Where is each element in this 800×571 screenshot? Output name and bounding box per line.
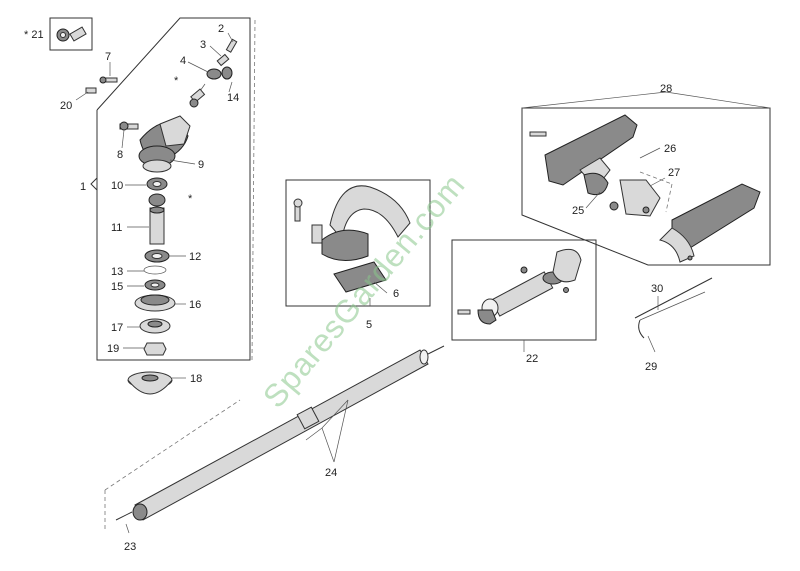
part-21-box <box>49 17 93 51</box>
small-parts-top <box>189 38 238 108</box>
label-part-27: 27 <box>668 167 680 179</box>
leader-lines <box>75 32 771 534</box>
label-part-21: * 21 <box>24 29 44 41</box>
label-part-10: 10 <box>111 180 123 192</box>
asterisk-note-2: * <box>188 193 193 205</box>
label-part-14: 14 <box>227 92 239 104</box>
throttle-cable <box>634 277 713 339</box>
label-part-12: 12 <box>189 251 201 263</box>
label-part-29: 29 <box>645 361 657 373</box>
label-part-17: 17 <box>111 322 123 334</box>
label-part-3: 3 <box>200 39 206 51</box>
label-part-28: 28 <box>660 83 672 95</box>
label-part-15: 15 <box>111 281 123 293</box>
label-part-11: 11 <box>111 222 122 234</box>
ground-cup-part-18 <box>127 371 173 395</box>
label-part-16: 16 <box>189 299 201 311</box>
label-part-8: 8 <box>117 149 123 161</box>
gear-shaft-stack <box>134 177 176 356</box>
asterisk-note-1: * <box>174 75 179 87</box>
label-part-4: 4 <box>180 55 186 67</box>
label-part-7: 7 <box>105 51 111 63</box>
handle-group <box>285 179 431 307</box>
tube-clamp-group <box>451 239 597 341</box>
rear-handle-group <box>521 107 771 266</box>
gear-housing <box>119 115 191 173</box>
label-part-24: 24 <box>325 467 337 479</box>
label-part-5: 5 <box>366 319 372 331</box>
gear-head-group <box>90 17 256 361</box>
label-part-13: 13 <box>111 266 123 278</box>
label-part-19: 19 <box>107 343 119 355</box>
label-part-9: 9 <box>198 159 204 171</box>
label-part-22: 22 <box>526 353 538 365</box>
label-part-6: 6 <box>393 288 399 300</box>
label-part-30: 30 <box>651 283 663 295</box>
label-part-26: 26 <box>664 143 676 155</box>
label-part-2: 2 <box>218 23 224 35</box>
drive-tube <box>104 345 445 530</box>
label-part-25: 25 <box>572 205 584 217</box>
label-part-23: 23 <box>124 541 136 553</box>
label-part-18: 18 <box>190 373 202 385</box>
label-part-20: 20 <box>60 100 72 112</box>
label-part-1: 1 <box>80 181 86 193</box>
part-number-labels: * 21 2 3 4 14 7 20 8 9 1 10 11 12 13 15 … <box>24 23 680 553</box>
small-bolts-left <box>85 76 118 94</box>
